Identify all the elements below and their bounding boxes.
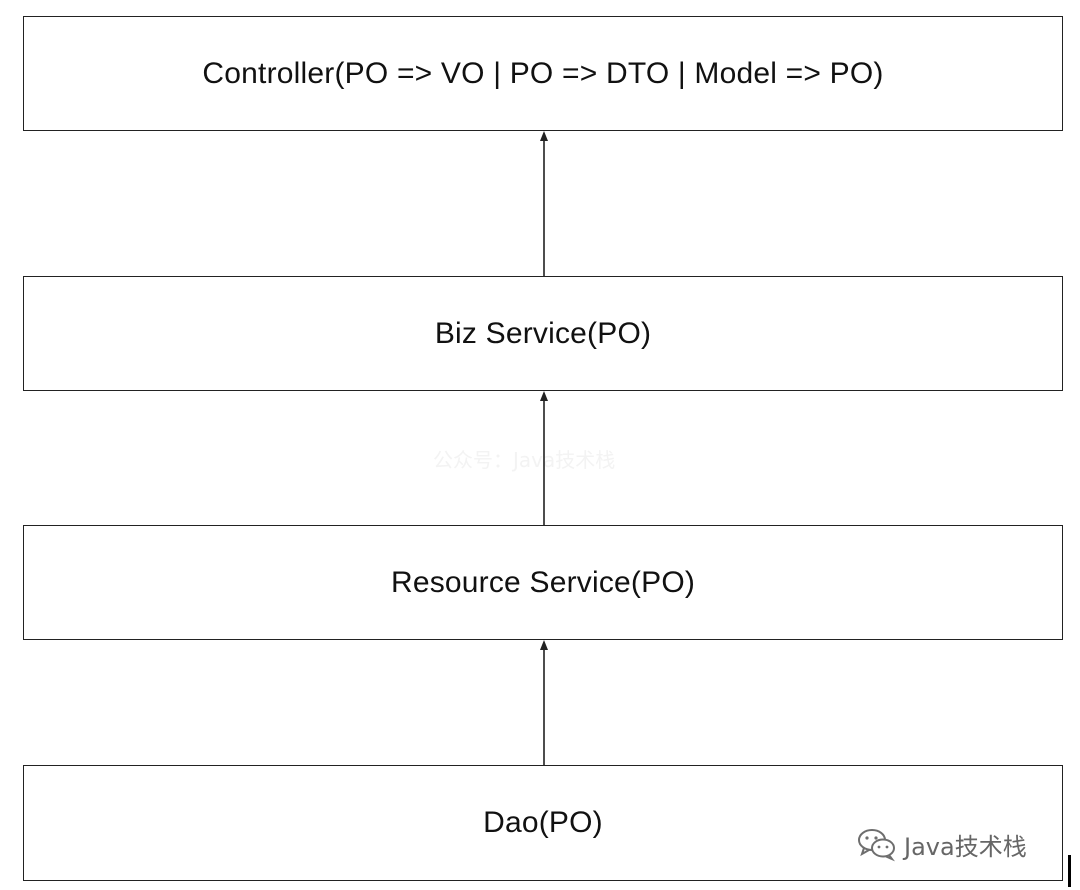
faint-watermark-text: 公众号：Java技术栈 [433,448,616,472]
layer-box-dao: Dao(PO) [23,765,1063,881]
brand-watermark-text: Java技术栈 [904,832,1027,861]
arrowhead-controller [540,131,548,141]
arrowhead-resource [540,640,548,650]
brand-watermark: Java技术栈 [856,826,1027,862]
layer-box-controller: Controller(PO => VO | PO => DTO | Model … [23,16,1063,131]
arrowhead-biz [540,391,548,401]
wechat-icon [858,829,895,862]
text-cursor [1068,855,1071,887]
layer-label-dao: Dao(PO) [483,806,603,839]
layer-label-resource-service: Resource Service(PO) [390,565,696,599]
layer-label-biz-service: Biz Service(PO) [434,316,652,350]
layer-box-resource-service: Resource Service(PO) [23,525,1063,640]
layer-box-biz-service: Biz Service(PO) [23,276,1063,391]
layer-label-controller: Controller(PO => VO | PO => DTO | Model … [202,56,884,90]
